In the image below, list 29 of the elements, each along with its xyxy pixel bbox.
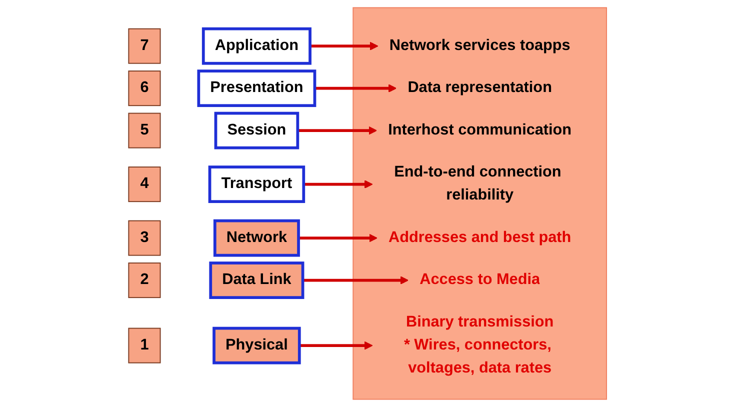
node-box: Application [202, 27, 312, 65]
node-box: 3 [128, 220, 162, 256]
node-box: 2 [128, 262, 162, 298]
cluster [353, 7, 608, 400]
node-text: End-to-end connection reliability [394, 164, 562, 204]
node-text: Addresses and best path [388, 229, 572, 246]
node-box: 1 [128, 328, 162, 364]
arrow [310, 42, 379, 50]
arrow [298, 126, 378, 135]
node-box: Data Link [210, 262, 305, 299]
node-text: Interhost communication [388, 122, 572, 138]
node-box: 6 [128, 70, 162, 106]
node-box: 7 [128, 28, 162, 64]
arrow [298, 234, 378, 242]
node-text: Data representation [408, 80, 552, 96]
node-box: Transport [208, 166, 306, 203]
arrow [303, 276, 409, 284]
node-box: Presentation [198, 70, 317, 108]
arrow [300, 341, 374, 350]
node-box: Physical [212, 326, 302, 364]
node-box: 4 [128, 166, 162, 202]
node-text: Network services toapps [390, 37, 571, 54]
node-box: Network [214, 219, 300, 257]
node-text: Access to Media [420, 272, 540, 288]
node-box: Session [214, 112, 300, 150]
node-text: Binary transmission * Wires, connectors, voltages, data rates [404, 314, 554, 376]
arrow [304, 180, 374, 189]
arrow [315, 84, 397, 93]
node-box: 5 [128, 112, 162, 148]
